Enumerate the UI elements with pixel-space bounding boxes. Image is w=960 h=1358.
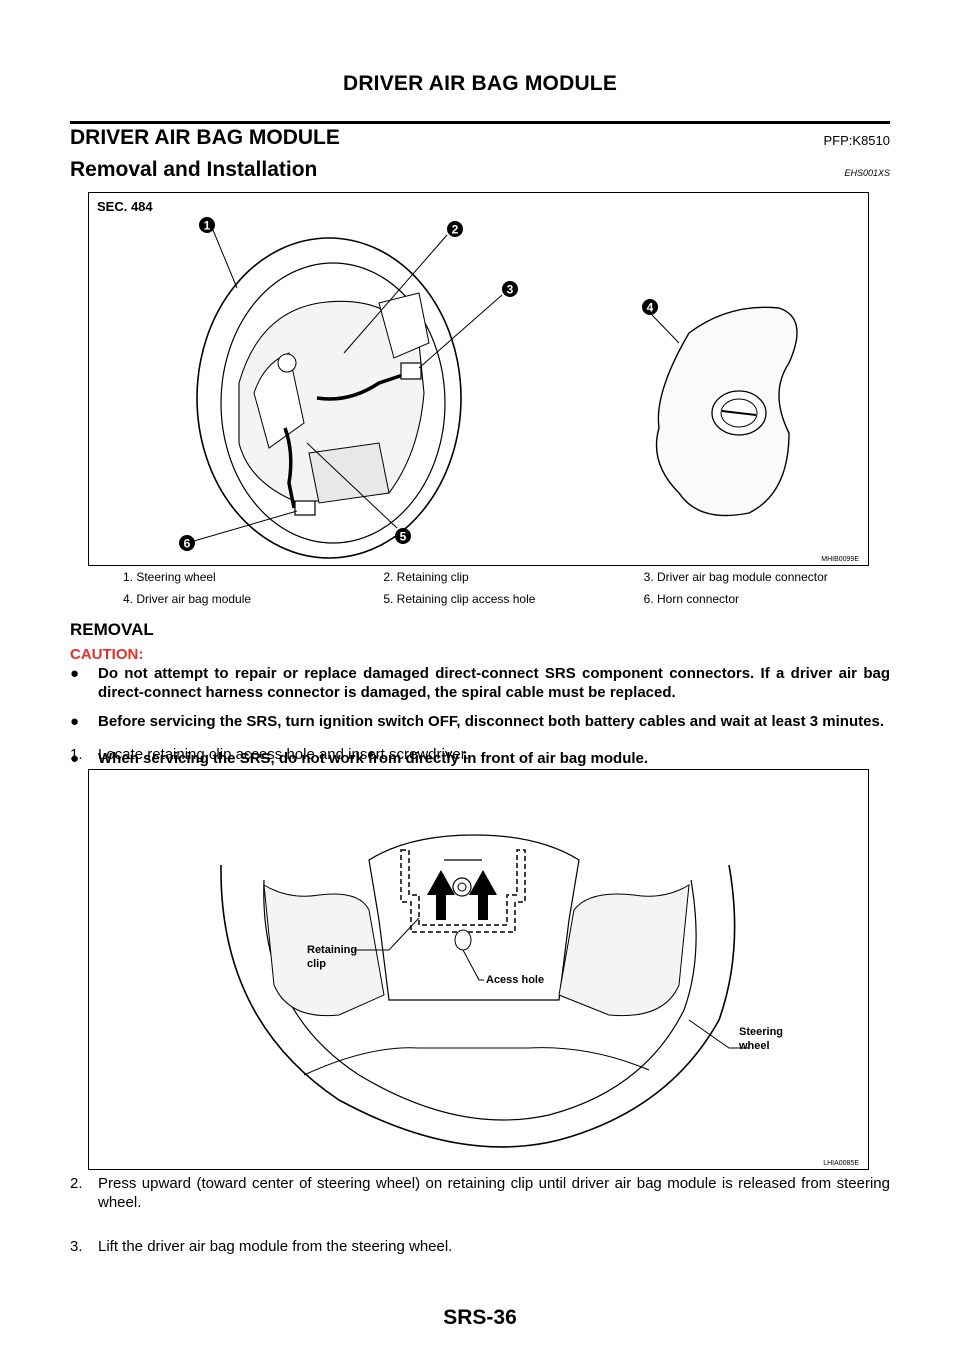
legend-item: 6. Horn connector bbox=[643, 592, 740, 606]
wheel-spoke-bottom bbox=[308, 442, 390, 504]
bullet-icon: ● bbox=[70, 665, 80, 682]
figure-retaining-clip: Retaining clip Acess hole Steering wheel… bbox=[88, 769, 869, 1170]
steering-wheel-rim bbox=[196, 237, 462, 559]
header-rule bbox=[70, 121, 890, 124]
figure2-code: LHIA0085E bbox=[823, 1160, 859, 1167]
arrow-up-right-icon bbox=[469, 870, 497, 920]
access-hole bbox=[454, 929, 472, 951]
callout-6: 6 bbox=[179, 535, 195, 551]
svg-text:5: 5 bbox=[400, 530, 407, 544]
part-code: PFP:K8510 bbox=[823, 133, 891, 148]
wheel-hub bbox=[368, 834, 580, 1001]
module-connector bbox=[400, 362, 422, 380]
horn-connector bbox=[294, 500, 316, 516]
legend-item: 3. Driver air bag module connector bbox=[643, 570, 828, 584]
caution-bullet-1: ● Do not attempt to repair or replace da… bbox=[70, 665, 890, 701]
clip-screw bbox=[452, 877, 472, 897]
callout-2: 2 bbox=[447, 221, 463, 237]
figure-legend: 1. Steering wheel 2. Retaining clip 3. D… bbox=[88, 566, 869, 610]
step-3: 3. Lift the driver air bag module from t… bbox=[70, 1238, 453, 1255]
legend-item: 5. Retaining clip access hole bbox=[383, 592, 536, 606]
steering-wheel-rim bbox=[220, 864, 736, 1148]
wheel-spoke-right bbox=[558, 884, 690, 1017]
callout-4: 4 bbox=[642, 299, 658, 315]
legend-item: 1. Steering wheel bbox=[123, 570, 216, 584]
legend-item: 4. Driver air bag module bbox=[123, 592, 252, 606]
subtitle-code: EHS001XS bbox=[844, 168, 890, 178]
label-retaining: Retaining bbox=[307, 944, 357, 956]
bullet-icon: ● bbox=[70, 713, 80, 730]
section-title: DRIVER AIR BAG MODULE bbox=[70, 126, 340, 149]
wheel-spoke-right bbox=[378, 292, 430, 359]
svg-text:6: 6 bbox=[184, 537, 191, 551]
legend-item: 2. Retaining clip bbox=[383, 570, 469, 584]
legend-row: 1. Steering wheel 2. Retaining clip 3. D… bbox=[88, 566, 869, 588]
page-header-title: DRIVER AIR BAG MODULE bbox=[342, 72, 618, 95]
wheel-spoke-left bbox=[263, 884, 385, 1017]
removal-heading: REMOVAL bbox=[70, 620, 154, 639]
step-1: 1. Locate retaining clip access hole and… bbox=[70, 746, 470, 763]
svg-text:2: 2 bbox=[452, 223, 459, 237]
figure1-code: MHIB0099E bbox=[821, 556, 859, 563]
bullet-icon: ● bbox=[70, 750, 80, 767]
callout-3: 3 bbox=[502, 281, 518, 297]
caution-label: CAUTION: bbox=[70, 646, 144, 663]
legend-row: 4. Driver air bag module 5. Retaining cl… bbox=[88, 588, 869, 610]
callout-1: 1 bbox=[199, 217, 215, 233]
steering-wheel-inner-rim bbox=[263, 879, 697, 1121]
label-wheel: wheel bbox=[738, 1040, 770, 1052]
callout-5: 5 bbox=[395, 528, 411, 544]
steering-wheel-inner-rim bbox=[220, 262, 446, 544]
horn-harness bbox=[283, 427, 296, 509]
wheel-spoke-left bbox=[253, 352, 305, 449]
sec-label: SEC. 484 bbox=[97, 199, 153, 214]
label-clip: clip bbox=[307, 958, 326, 970]
step-2: 2. Press upward (toward center of steeri… bbox=[70, 1175, 890, 1211]
page-number: SRS-36 bbox=[443, 1306, 517, 1329]
retaining-clip-outline bbox=[400, 849, 526, 933]
module-harness bbox=[316, 371, 410, 401]
section-subtitle: Removal and Installation bbox=[70, 158, 318, 181]
arrow-up-left-icon bbox=[427, 870, 455, 920]
caution-bullet-3: ● When servicing the SRS, do not work fr… bbox=[70, 750, 649, 767]
svg-text:4: 4 bbox=[647, 301, 654, 315]
figure-exploded-view: SEC. 484 1 2 3 4 5 6 MHIB0099E bbox=[88, 192, 869, 566]
hub-bolt bbox=[277, 353, 297, 373]
svg-text:1: 1 bbox=[204, 219, 211, 233]
svg-text:3: 3 bbox=[507, 283, 514, 297]
label-access-hole: Acess hole bbox=[486, 974, 544, 986]
retaining-clip-illustration: Retaining clip Acess hole Steering wheel… bbox=[220, 834, 859, 1167]
label-steering: Steering bbox=[739, 1026, 783, 1038]
caution-bullet-2: ● Before servicing the SRS, turn ignitio… bbox=[70, 713, 884, 730]
steering-wheel-illustration: SEC. 484 1 2 3 4 5 6 MHIB0099E bbox=[97, 199, 859, 563]
